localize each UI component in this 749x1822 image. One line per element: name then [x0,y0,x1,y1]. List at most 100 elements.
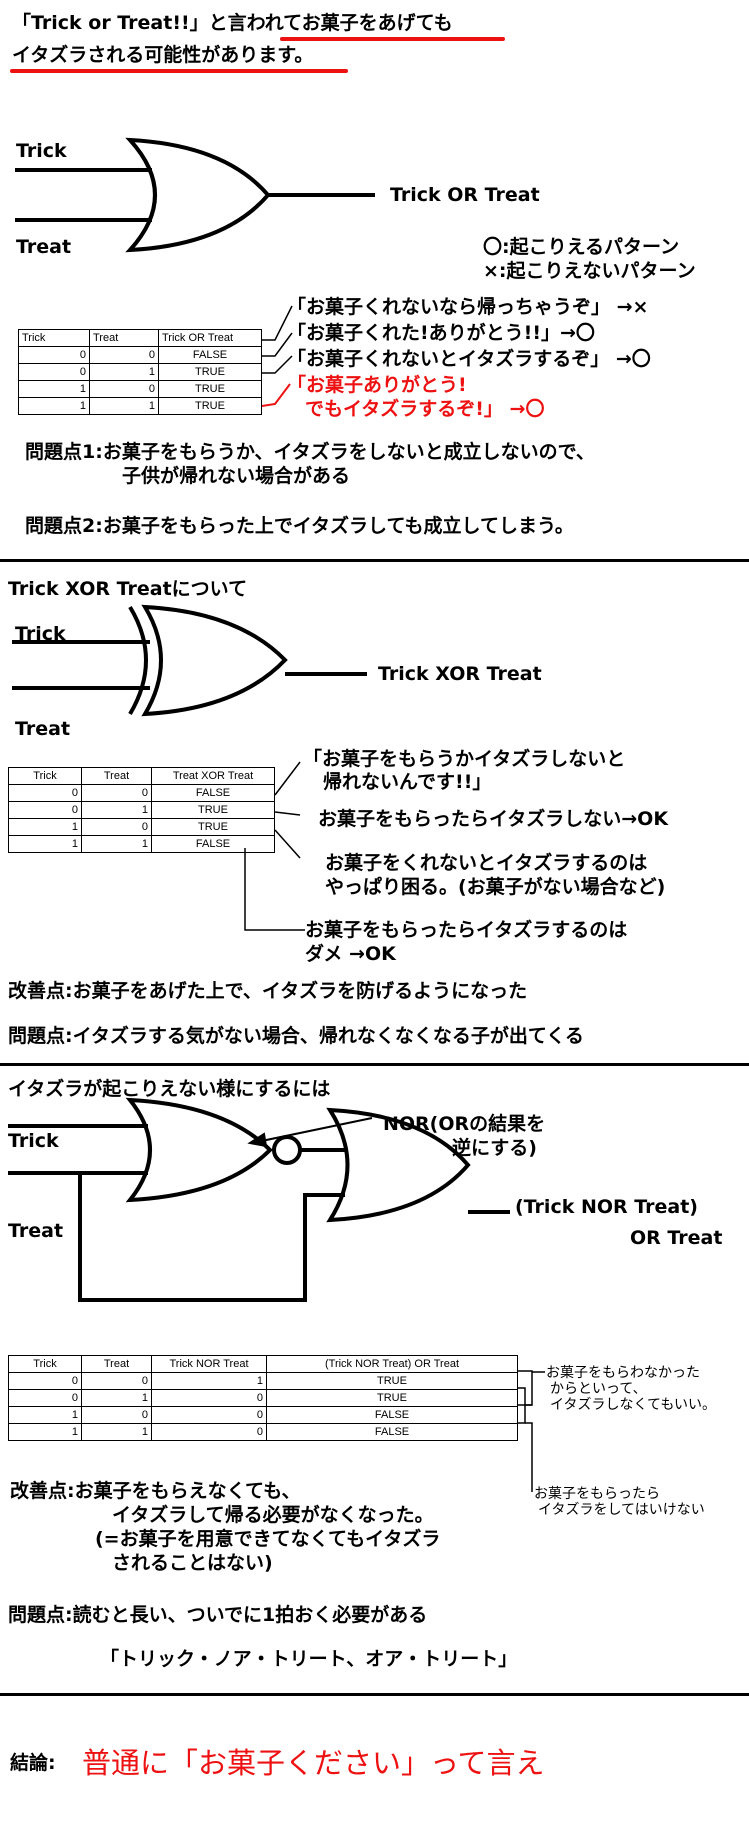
divider-3 [0,1693,749,1696]
s3-truth-table: Trick Treat Trick NOR Treat (Trick NOR T… [8,1355,518,1441]
cell: 0 [8,1389,82,1407]
s3-input-treat-label: Treat [8,1220,64,1242]
cell: 1 [89,363,159,381]
s1-problem2: 問題点2:お菓子をもらった上でイタズラしても成立してしまう。 [25,515,574,537]
side-note-1-line: からといって、 [550,1381,647,1397]
cell: 0 [18,363,90,381]
cell: 1 [8,1406,82,1424]
cell: 0 [151,1389,267,1407]
cell: TRUE [266,1372,518,1390]
s3-side-note-2: お菓子をもらったら イタズラをしてはいけない [534,1486,705,1518]
s2-th-treat: Treat [81,767,152,785]
cell: 1 [8,835,82,853]
cell: 1 [89,397,159,415]
cell: FALSE [266,1423,518,1441]
cell: 0 [18,346,90,364]
s3-improvement-line1: 改善点:お菓子をもらえなくても、 [10,1480,301,1502]
s1-annotation-3: 「お菓子くれないとイタズラするぞ」 →〇 [287,348,651,370]
nor-pointer-arrow [247,1117,373,1148]
cell: 1 [18,380,90,398]
divider-1 [0,559,749,562]
s3-th-treat: Treat [81,1355,152,1373]
cell: TRUE [266,1389,518,1407]
s2-th-trick: Trick [8,767,82,785]
cell: FALSE [266,1406,518,1424]
s2-annotation-1-line2: 帰れないんです!!」 [323,771,492,793]
cell: 1 [81,835,152,853]
s1-annotation-2: 「お菓子くれた!ありがとう!!」→〇 [287,322,595,344]
s3-th-result: (Trick NOR Treat) OR Treat [266,1355,518,1373]
s2-problem: 問題点:イタズラする気がない場合、帰れなくなくなる子が出てくる [8,1025,584,1047]
s3-improvement-line4: されることはない) [112,1552,273,1574]
s1-problem1-line1: 問題点1:お菓子をもらうか、イタズラをしないと成立しないので、 [25,441,595,463]
section3-header: イタズラが起こりえない様にするには [8,1078,331,1100]
cell: 1 [151,1372,267,1390]
s2-annotation-4-line1: お菓子をもらったらイタズラするのは [305,919,628,941]
s3-input-trick-label: Trick [8,1130,59,1152]
s3-side-note-1: お菓子をもらわなかった からといって、 イタズラしなくてもいい。 [546,1365,716,1413]
section1-header-underlined: お菓子をあげても [301,12,453,34]
legend-impossible: ×:起こりえないパターン [483,260,696,282]
cell: TRUE [158,363,262,381]
s3-connectors [518,1370,545,1492]
s2-connectors [244,761,305,931]
cell: FALSE [158,346,262,364]
s3-output-line1: (Trick NOR Treat) [515,1196,698,1218]
s2-annotation-1-line1: 「お菓子をもらうかイタズラしないと [303,748,626,770]
section2-header: Trick XOR Treatについて [8,578,248,600]
s2-improvement: 改善点:お菓子をあげた上で、イタズラを防げるようになった [8,980,528,1002]
s1-th-or: Trick OR Treat [158,329,262,347]
cell: TRUE [151,818,275,836]
section1-header-line2: イタズラされる可能性があります。 [12,44,314,66]
cell: 1 [8,1423,82,1441]
cell: 0 [8,1372,82,1390]
or-gate [15,137,375,253]
red-underline-1 [280,37,505,41]
s1-red-connector [261,383,291,407]
s2-annotation-4-line2: ダメ →OK [305,943,396,965]
cell: 0 [81,1406,152,1424]
s1-input-trick-label: Trick [16,140,67,162]
xor-gate [12,604,367,717]
s3-improvement-line2: イタズラして帰る必要がなくなった。 [112,1504,434,1526]
legend-possible: 〇:起こりえるパターン [483,236,680,258]
s1-annotation-red-2: でもイタズラするぞ!」 →〇 [305,398,545,420]
cell: 0 [81,1372,152,1390]
s3-reading: 「トリック・ノア・トリート、オア・トリート」 [100,1648,518,1670]
s1-annotation-1: 「お菓子くれないなら帰っちゃうぞ」 →× [287,296,649,318]
side-note-1-line: お菓子をもらわなかった [546,1365,700,1381]
s1-th-treat: Treat [89,329,159,347]
cell: 1 [81,1423,152,1441]
conclusion-text: 普通に「お菓子ください」って言え [82,1746,545,1780]
divider-2 [0,1063,749,1066]
s3-output-line2: OR Treat [630,1227,723,1249]
cell: 1 [8,818,82,836]
side-note-2-line: お菓子をもらったら [534,1486,660,1502]
s3-th-trick: Trick [8,1355,82,1373]
red-underline-2 [10,69,348,73]
cell: 0 [89,346,159,364]
cell: 0 [8,801,82,819]
s3-nor-label-line2: 逆にする) [452,1137,537,1159]
side-note-1-line: イタズラしなくてもいい。 [550,1397,717,1413]
cell: 1 [81,1389,152,1407]
s2-annotation-2: お菓子をもらったらイタズラしない→OK [318,808,669,830]
cell: TRUE [151,801,275,819]
s3-nor-label-line1: NOR(ORの結果を [383,1113,546,1135]
cell: 0 [81,784,152,802]
nor-or-gate [8,1097,510,1302]
cell: TRUE [158,397,262,415]
s2-annotation-3-line1: お菓子をくれないとイタズラするのは [325,852,648,874]
cell: 0 [151,1406,267,1424]
s1-output-label: Trick OR Treat [390,184,540,206]
s3-improvement-line3: (=お菓子を用意できてなくてもイタズラ [95,1528,441,1550]
s1-legend: 〇:起こりえるパターン ×:起こりえないパターン [483,235,696,283]
